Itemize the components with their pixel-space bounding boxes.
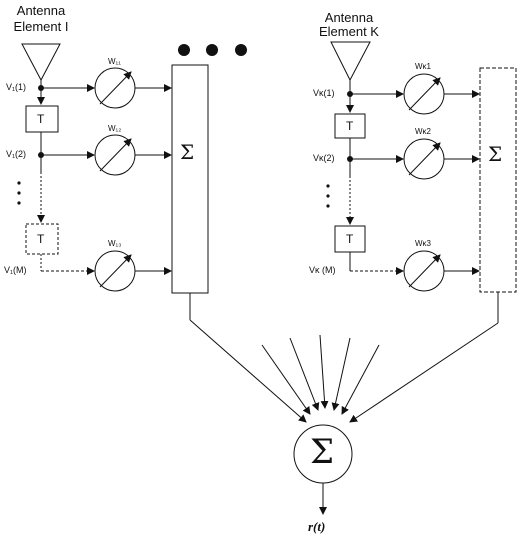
left-ellipsis-dot xyxy=(17,191,21,195)
right-sum-symbol: Σ xyxy=(488,142,503,166)
right-ellipsis-dot xyxy=(326,184,330,188)
right-antenna-title-line2: Element K xyxy=(319,24,379,39)
left-ellipsis-dot xyxy=(17,201,21,205)
right-weight-label-1: Wκ1 xyxy=(415,62,431,71)
right-tap-label-2: Vκ(2) xyxy=(313,153,335,163)
right-tap-label-3: Vκ (M) xyxy=(309,265,336,275)
right-sum-block xyxy=(479,67,517,293)
left-sum-symbol: Σ xyxy=(180,140,195,164)
left-tap-label-3: V₁(M) xyxy=(4,265,27,275)
left-weight-label-3: W₁₃ xyxy=(108,239,122,248)
left-weight-label-2: W₁₂ xyxy=(108,124,122,133)
element-ellipsis-dot xyxy=(178,44,190,56)
right-antenna-title-line1: Antenna xyxy=(324,10,374,25)
element-ellipsis-dot xyxy=(235,44,247,56)
right-weight-label-2: Wκ2 xyxy=(415,127,431,136)
left-delay-label-2: T xyxy=(37,232,45,246)
output-label: r(t) xyxy=(308,519,326,534)
right-ellipsis-dot xyxy=(326,204,330,208)
right-tap-label-1: Vκ(1) xyxy=(313,88,335,98)
left-weight-label-1: W₁₁ xyxy=(108,57,121,66)
right-delay-label-2: T xyxy=(346,232,354,246)
final-sum-symbol: Σ xyxy=(310,432,335,472)
right-antenna-chain xyxy=(326,41,517,423)
left-sum-block xyxy=(171,64,209,294)
left-tap-label-2: V₁(2) xyxy=(6,149,27,159)
left-antenna-chain xyxy=(17,43,307,423)
left-tap-label-1: V₁(1) xyxy=(6,82,27,92)
left-antenna-title-line1: Antenna xyxy=(16,3,66,18)
element-ellipsis-dot xyxy=(206,44,218,56)
left-delay-label-1: T xyxy=(37,112,45,126)
left-antenna-icon xyxy=(21,43,61,82)
left-delay-box-2 xyxy=(25,223,59,255)
left-ellipsis-dot xyxy=(17,181,21,185)
left-delay-box-1 xyxy=(25,105,59,133)
left-antenna-title-line2: Element I xyxy=(13,19,69,34)
right-ellipsis-dot xyxy=(326,194,330,198)
final-combiner xyxy=(261,334,380,515)
right-delay-label-1: T xyxy=(346,119,354,133)
right-weight-label-3: Wκ3 xyxy=(415,239,431,248)
right-antenna-icon xyxy=(330,41,371,82)
